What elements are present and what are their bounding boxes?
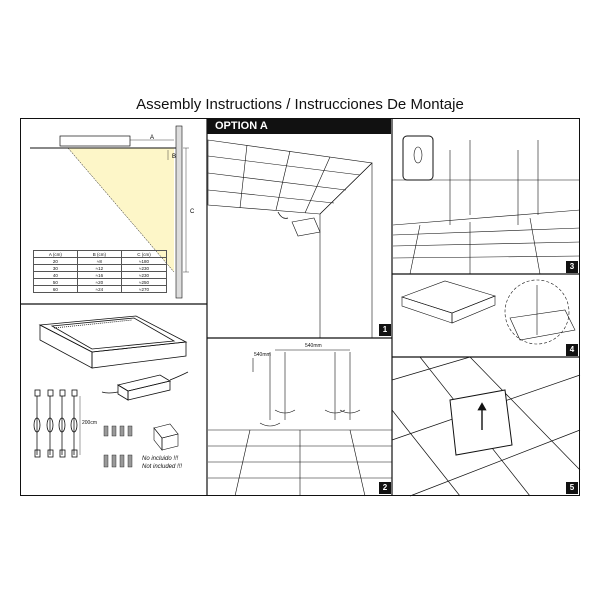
- screws-illustration: [103, 425, 133, 468]
- hole-spacing-side-label: 540mm: [254, 352, 271, 358]
- step-number: 1: [379, 324, 391, 336]
- step-number: 2: [379, 482, 391, 494]
- panel-frame-illustration: [38, 315, 188, 369]
- dim-a-label: A: [150, 135, 154, 141]
- not-included-en: Not included !!!: [142, 464, 183, 470]
- cable-length-label: 200cm: [82, 420, 98, 426]
- table-header-row: A (cm) B (cm) C (cm): [33, 250, 167, 258]
- table-cell: ≈270: [121, 285, 167, 293]
- dim-c-label: C: [190, 209, 195, 215]
- option-a-header: OPTION A: [207, 119, 391, 134]
- page-title: Assembly Instructions / Instrucciones De…: [136, 96, 464, 113]
- step-number: 3: [566, 261, 578, 273]
- wall: [175, 125, 183, 299]
- step-number: 5: [566, 482, 578, 494]
- connector-block-illustration: [153, 423, 179, 451]
- suspension-cables-illustration: [33, 389, 81, 458]
- step-number: 4: [566, 344, 578, 356]
- not-included-note: No incluido !!! Not included !!!: [142, 455, 182, 471]
- not-included-es: No incluido !!!: [142, 456, 179, 462]
- table-cell: ≈24: [76, 285, 123, 293]
- driver-box: [59, 135, 131, 147]
- dim-b-label: B: [172, 154, 176, 160]
- dimension-table: A (cm) B (cm) C (cm) 20 ≈8 ≈180 30 ≈12 ≈…: [33, 250, 167, 293]
- table-row: 60 ≈24 ≈270: [33, 285, 167, 293]
- driver-illustration: [101, 371, 189, 401]
- hole-spacing-top-label: 540mm: [305, 343, 322, 349]
